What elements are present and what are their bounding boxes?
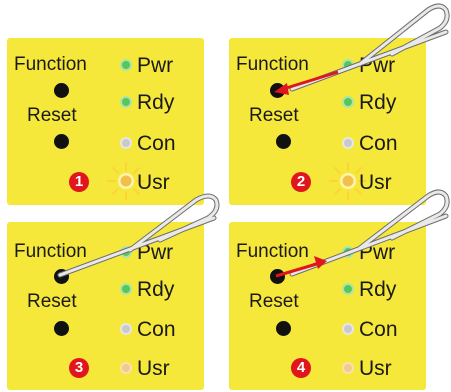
panel-step-1: Function Reset Pwr Rdy Con Usr 1 bbox=[7, 38, 204, 205]
con-led-icon bbox=[120, 323, 132, 335]
con-label: Con bbox=[137, 132, 176, 155]
pwr-label: Pwr bbox=[137, 241, 174, 264]
remove-arrow bbox=[275, 261, 321, 278]
rdy-led-icon bbox=[342, 96, 354, 108]
paperclip-icon bbox=[289, 3, 450, 92]
usr-label: Usr bbox=[359, 357, 392, 380]
usr-led-glow-icon bbox=[107, 162, 145, 200]
function-label: Function bbox=[236, 241, 309, 262]
rdy-label: Rdy bbox=[137, 91, 175, 114]
con-led-icon bbox=[342, 323, 354, 335]
pwr-led-icon bbox=[120, 59, 132, 71]
reset-button[interactable] bbox=[276, 134, 291, 149]
step-badge: 1 bbox=[69, 172, 89, 192]
panel-step-2: Function Reset Pwr Rdy Con Usr 2 bbox=[229, 38, 426, 205]
usr-led-icon bbox=[342, 362, 354, 374]
insert-arrow-head bbox=[274, 83, 289, 95]
usr-label: Usr bbox=[137, 357, 170, 380]
paperclip-icon bbox=[57, 193, 220, 278]
con-label: Con bbox=[359, 132, 398, 155]
usr-label: Usr bbox=[137, 171, 170, 194]
function-label: Function bbox=[14, 54, 87, 75]
step-badge: 3 bbox=[69, 358, 89, 378]
reset-label: Reset bbox=[27, 105, 77, 126]
step-badge: 2 bbox=[291, 172, 311, 192]
panel-step-3: Function Reset Pwr Rdy Con Usr 3 bbox=[7, 222, 204, 390]
insert-arrow bbox=[279, 70, 339, 92]
reset-label: Reset bbox=[27, 291, 77, 312]
rdy-led-icon bbox=[120, 283, 132, 295]
rdy-label: Rdy bbox=[137, 278, 175, 301]
rdy-led-icon bbox=[342, 283, 354, 295]
step-badge: 4 bbox=[291, 358, 311, 378]
rdy-label: Rdy bbox=[359, 91, 397, 114]
rdy-led-icon bbox=[120, 96, 132, 108]
usr-led-glow-icon bbox=[329, 162, 367, 200]
usr-led-icon bbox=[120, 362, 132, 374]
con-led-icon bbox=[342, 137, 354, 149]
reset-button[interactable] bbox=[54, 321, 69, 336]
remove-arrow-head bbox=[314, 256, 327, 269]
con-label: Con bbox=[359, 318, 398, 341]
con-label: Con bbox=[137, 318, 176, 341]
usr-label: Usr bbox=[359, 171, 392, 194]
reset-button[interactable] bbox=[54, 134, 69, 149]
paperclip-icon bbox=[289, 189, 450, 277]
reset-button[interactable] bbox=[276, 321, 291, 336]
rdy-label: Rdy bbox=[359, 278, 397, 301]
function-label: Function bbox=[14, 241, 87, 262]
function-label: Function bbox=[236, 54, 309, 75]
reset-label: Reset bbox=[249, 105, 299, 126]
function-button[interactable] bbox=[54, 83, 69, 98]
con-led-icon bbox=[120, 137, 132, 149]
reset-label: Reset bbox=[249, 291, 299, 312]
pwr-label: Pwr bbox=[137, 54, 174, 77]
